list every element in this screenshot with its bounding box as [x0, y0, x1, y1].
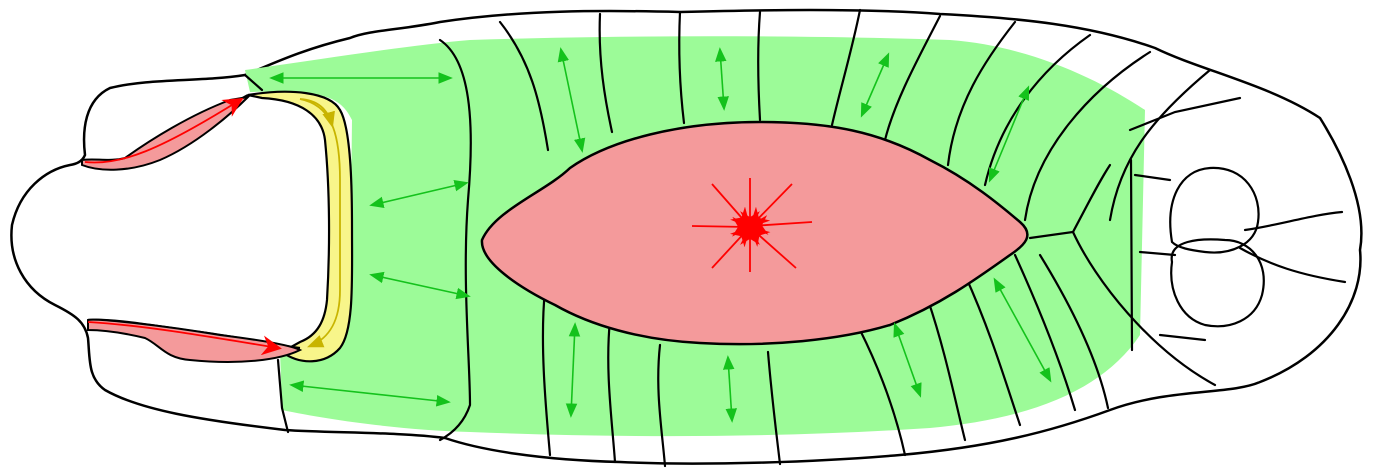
segment-line	[1131, 160, 1132, 350]
contraction-arrow	[692, 226, 748, 227]
